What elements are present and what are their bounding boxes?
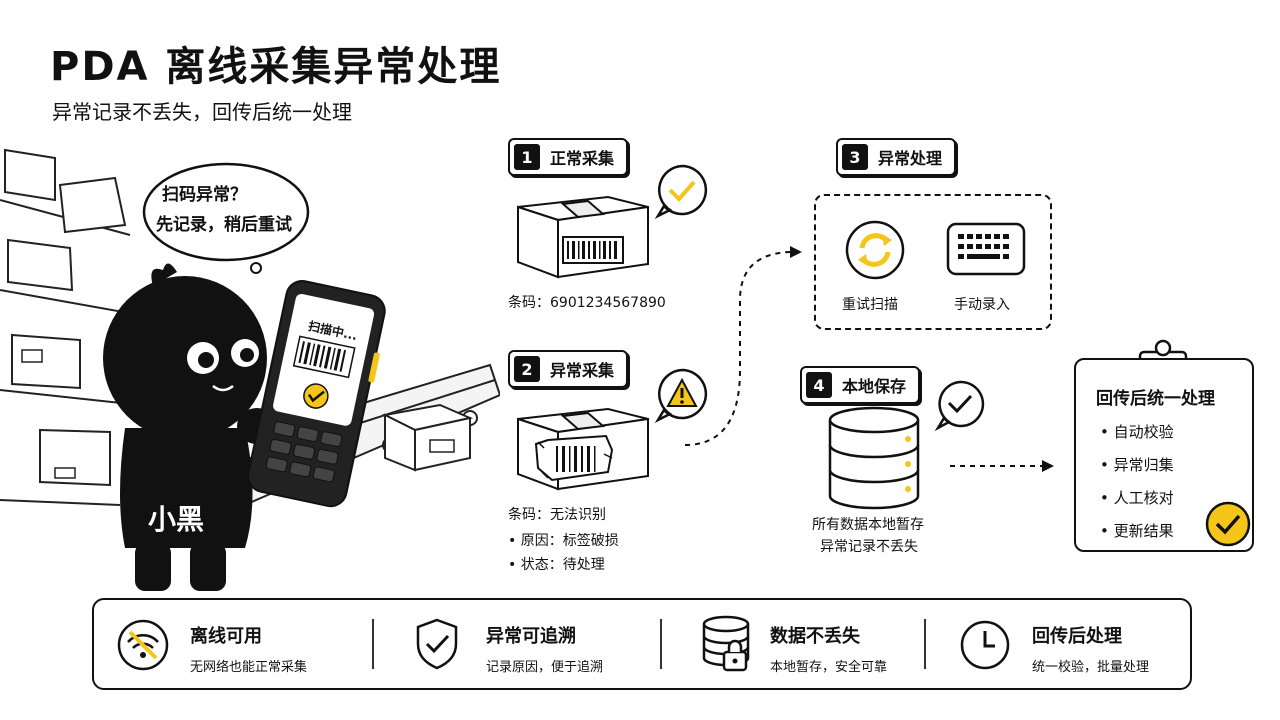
mascot-name: 小黑 (148, 503, 205, 536)
damaged-package-illustration (517, 407, 649, 491)
flow-arrow-to-upload (950, 460, 1054, 472)
manual-entry-label[interactable]: 手动录入 (954, 297, 1010, 313)
normal-package-illustration (517, 195, 649, 279)
step-1-title: 正常采集 (550, 149, 615, 168)
feature-divider (660, 619, 662, 669)
clipboard-item: • 自动校验 (1100, 423, 1174, 441)
page-title: PDA 离线采集异常处理 (50, 44, 502, 90)
pda-device (247, 280, 386, 508)
step-2-barcode: 条码：无法识别 (508, 507, 606, 523)
clipboard-title: 回传后统一处理 (1096, 389, 1215, 409)
shield-check-icon (416, 618, 458, 670)
refresh-icon (858, 233, 892, 267)
flow-arrow-to-processing (684, 246, 802, 446)
step-4-desc-2: 异常记录不丢失 (820, 539, 918, 555)
step-2-label: 2 异常采集 (508, 350, 629, 388)
feature-title: 数据不丢失 (770, 626, 860, 647)
clipboard-item: • 人工核对 (1100, 489, 1174, 507)
step-1-barcode: 条码：6901234567890 (508, 295, 666, 311)
manual-entry-option[interactable] (944, 220, 1028, 280)
feature-title: 离线可用 (190, 626, 262, 647)
step-1-label: 1 正常采集 (508, 138, 629, 176)
feature-title: 异常可追溯 (486, 626, 576, 647)
clock-icon (960, 620, 1010, 670)
feature-divider (924, 619, 926, 669)
step-3-number: 3 (842, 144, 868, 170)
step-1-number: 1 (514, 144, 540, 170)
step-3-title: 异常处理 (878, 149, 943, 168)
saved-check-icon (934, 380, 985, 432)
page-subtitle: 异常记录不丢失，回传后统一处理 (52, 100, 352, 124)
speech-line-2: 先记录，稍后重试 (156, 215, 292, 235)
feature-subtitle: 本地暂存，安全可靠 (770, 660, 888, 675)
mascot-character (103, 263, 277, 591)
rescan-label[interactable]: 重试扫描 (842, 297, 898, 313)
step-4-title: 本地保存 (842, 377, 907, 396)
feature-divider (372, 619, 374, 669)
step-2-number: 2 (514, 356, 540, 382)
speech-bubble (142, 162, 310, 274)
upload-processing-clipboard: 回传后统一处理 • 自动校验 • 异常归集 • 人工核对 • 更新结果 (1074, 358, 1254, 552)
feature-title: 回传后处理 (1032, 626, 1122, 647)
clipboard-item: • 更新结果 (1100, 522, 1174, 540)
keyboard-icon (958, 234, 1009, 259)
rescan-option[interactable] (836, 220, 914, 284)
step-2-title: 异常采集 (550, 361, 615, 380)
clipboard-item: • 异常归集 (1100, 456, 1174, 474)
step-4-desc-1: 所有数据本地暂存 (812, 517, 924, 533)
processing-options-panel (814, 194, 1052, 330)
step-2-reason: • 原因：标签破损 (508, 533, 619, 549)
database-lock-icon (702, 615, 750, 672)
step-2-status: • 状态：待处理 (508, 557, 605, 573)
speech-line-1: 扫码异常？ (162, 185, 247, 205)
wifi-off-icon (117, 619, 169, 671)
database-icon (828, 406, 920, 510)
step-4-number: 4 (806, 372, 832, 398)
warning-icon (654, 368, 708, 424)
done-check-icon (1205, 501, 1251, 547)
feature-bar: 离线可用 无网络也能正常采集 异常可追溯 记录原因，便于追溯 数据不丢失 本地暂… (92, 598, 1192, 690)
step-3-label: 3 异常处理 (836, 138, 957, 176)
success-check-icon (654, 164, 708, 220)
feature-subtitle: 统一校验，批量处理 (1032, 660, 1150, 675)
step-4-label: 4 本地保存 (800, 366, 921, 404)
feature-subtitle: 无网络也能正常采集 (190, 660, 308, 675)
feature-subtitle: 记录原因，便于追溯 (486, 660, 604, 675)
